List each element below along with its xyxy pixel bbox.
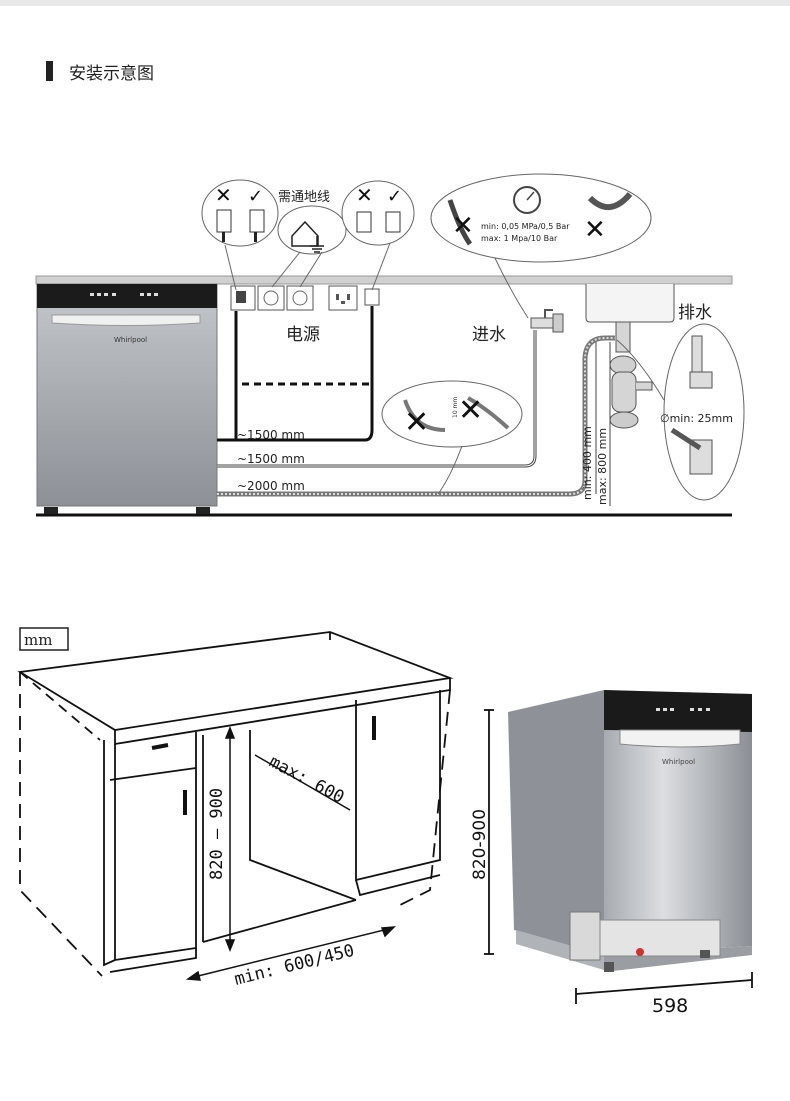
svg-text:✕: ✕ [452, 211, 474, 241]
callout-drain: 排水 ∅min: 25mm [616, 303, 745, 501]
product-width-label: 598 [652, 995, 688, 1017]
pressure-max: max: 1 Mpa/10 Bar [481, 234, 558, 243]
ground-label: 需通地线 [278, 190, 330, 205]
product-brand: Whirlpool [662, 758, 695, 766]
callout-hose-kink: ✕ ✕ 10 mm [381, 380, 523, 495]
sink [585, 284, 675, 429]
brand-logo: Whirlpool [114, 336, 147, 344]
socket-schuko-1 [257, 285, 285, 311]
depth-max-label: max: 600 [266, 752, 348, 808]
socket-row [230, 285, 380, 311]
check-icon-2: ✓ [387, 186, 402, 207]
svg-text:✕: ✕ [404, 405, 429, 440]
installation-diagram: Whirlpool 电源 进水 ~1500 mm ~ [35, 173, 745, 517]
inlet-label: 进水 [472, 325, 506, 345]
product-height-label: 820-900 [470, 809, 490, 880]
countertop [35, 275, 733, 285]
callout-ground: 需通地线 [271, 190, 347, 288]
drain-diameter: ∅min: 25mm [660, 412, 733, 425]
socket-schuko-2 [286, 285, 314, 311]
callout-uk-plug: ✕ ✓ [341, 180, 415, 291]
length-drain: ~2000 mm [237, 479, 305, 493]
heading-marker [46, 61, 53, 81]
power-label: 电源 [286, 325, 320, 345]
product-dishwasher: Whirlpool [508, 690, 752, 972]
socket-uk [328, 285, 358, 311]
dimension-arrows [185, 725, 396, 981]
dimension-diagram: mm 820 – 900 max: 600 mi [17, 627, 753, 1017]
callout-plug-types: ✕ ✓ [201, 179, 279, 291]
height-range-label: 820 – 900 [207, 788, 227, 880]
drain-max-height: max: 800 mm [596, 428, 609, 505]
drain-label: 排水 [678, 303, 712, 323]
callout-water-pressure: ✕ ✕ min: 0,05 MPa/0,5 Bar max: 1 Mpa/10 … [430, 173, 652, 319]
product-dimension-lines [484, 709, 753, 1004]
power-cable-dashed [234, 318, 374, 386]
width-min-label: min: 600/450 [232, 941, 356, 990]
cross-icon-2: ✕ [356, 183, 373, 207]
water-tap [530, 309, 564, 333]
check-icon: ✓ [248, 186, 263, 207]
length-inlet: ~1500 mm [237, 452, 305, 466]
cross-icon: ✕ [215, 183, 232, 207]
svg-text:✕: ✕ [584, 215, 606, 245]
top-bar [0, 0, 790, 6]
drain-min-height: min: 400 mm [581, 426, 594, 500]
heading-text: 安装示意图 [69, 63, 154, 84]
dishwasher-front: Whirlpool [36, 283, 218, 514]
length-power: ~1500 mm [237, 428, 305, 442]
unit-box [19, 627, 69, 651]
svg-text:✕: ✕ [458, 393, 483, 428]
cabinet-drawing [17, 631, 454, 977]
unit-label: mm [24, 631, 52, 649]
hose-min-label: 10 mm [452, 397, 459, 418]
section-heading: 安装示意图 [46, 60, 154, 84]
pressure-min: min: 0,05 MPa/0,5 Bar [481, 222, 570, 231]
